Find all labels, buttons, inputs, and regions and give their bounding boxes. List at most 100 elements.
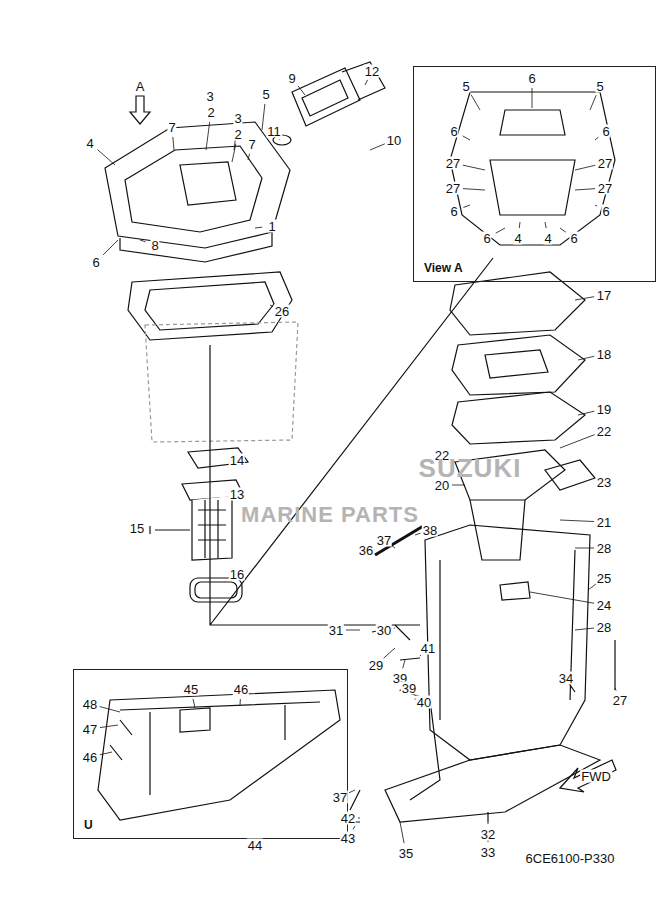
- leader-line: [98, 150, 115, 165]
- bolt: [150, 526, 190, 534]
- callout-number: 13: [229, 488, 245, 501]
- upper-case: [425, 525, 590, 760]
- callout-number: 44: [247, 839, 263, 852]
- callout-number: 37: [376, 534, 392, 547]
- gasket: [128, 272, 292, 340]
- tube: [375, 525, 425, 555]
- leader-line: [519, 222, 521, 228]
- callout-number: 35: [398, 847, 414, 860]
- callout-number: 46: [82, 751, 98, 764]
- muffler: [292, 68, 360, 126]
- upper-cover-inner: [125, 146, 262, 232]
- strainer: [192, 496, 232, 560]
- inset-frame: View A: [413, 66, 656, 282]
- leader-line: [100, 752, 112, 755]
- strainer-mesh: [198, 500, 226, 558]
- callout-number: 2: [233, 128, 242, 141]
- leader-line: [400, 822, 404, 843]
- upper-cover: [105, 122, 290, 248]
- callout-number: 17: [596, 289, 612, 302]
- leader-line: [471, 95, 480, 110]
- callout-number: 9: [287, 72, 296, 85]
- callout-number: 12: [364, 65, 380, 78]
- leader-line: [496, 228, 505, 233]
- inset-frame: U: [73, 669, 348, 839]
- callout-number: 6: [449, 205, 458, 218]
- callout-number: 15: [129, 522, 145, 535]
- leader-line: [575, 628, 594, 630]
- callout-number: 34: [558, 672, 574, 685]
- leader-line: [394, 628, 395, 629]
- leader-line: [578, 356, 594, 360]
- leader-line: [595, 137, 598, 140]
- callout-number: 38: [422, 524, 438, 537]
- leader-line: [240, 699, 241, 705]
- bottom-view-pan: [490, 160, 575, 215]
- leader-line: [375, 554, 378, 555]
- callout-number: 26: [274, 305, 290, 318]
- case-ribs: [440, 550, 575, 720]
- leader-line: [403, 660, 405, 668]
- callout-number: 28: [596, 542, 612, 555]
- leader-line: [590, 95, 596, 110]
- leader-line: [270, 305, 273, 307]
- callout-number: 7: [247, 138, 256, 151]
- callout-number: 22: [596, 425, 612, 438]
- seal-ring: [190, 578, 242, 602]
- leader-line: [279, 139, 280, 141]
- callout-number: 27: [597, 182, 613, 195]
- oil-pan: [145, 322, 298, 442]
- callout-number: 16: [229, 568, 245, 581]
- leader-line: [463, 205, 470, 207]
- case-bottom: [385, 745, 600, 822]
- seal: [500, 582, 530, 600]
- gasket: [452, 392, 585, 444]
- lower-case: [98, 690, 340, 820]
- callout-number: 6: [601, 125, 610, 138]
- muffler-port: [302, 80, 348, 116]
- callout-number: 30: [376, 624, 392, 637]
- callout-number: 6CE6100-P330: [525, 852, 616, 865]
- callout-number: 27: [445, 157, 461, 170]
- leader-line: [575, 165, 595, 170]
- exhaust-pipe: [470, 500, 525, 560]
- gasket-port: [485, 350, 548, 378]
- seal-ring-inner: [195, 582, 237, 598]
- callout-number: 21: [596, 516, 612, 529]
- callout-number: 6: [449, 125, 458, 138]
- leader-line: [575, 189, 595, 190]
- callout-number: 3: [233, 112, 242, 125]
- inset-title: View A: [422, 261, 465, 275]
- gasket-inner: [145, 282, 274, 330]
- callout-number: 25: [596, 572, 612, 585]
- leader-line: [248, 154, 250, 160]
- callout-number: 27: [445, 182, 461, 195]
- damper: [545, 460, 595, 490]
- leader-line: [615, 688, 616, 691]
- callout-number: 23: [596, 476, 612, 489]
- leader-line: [298, 86, 305, 95]
- fasteners: [340, 790, 488, 822]
- callout-number: FWD: [580, 770, 612, 783]
- leader-line: [392, 546, 395, 548]
- leader-line: [262, 104, 265, 130]
- leader-line: [530, 592, 594, 603]
- leader-line: [588, 584, 596, 590]
- callout-number: 7: [167, 121, 176, 134]
- callout-number: 6: [601, 205, 610, 218]
- callout-number: 6: [527, 72, 536, 85]
- callout-number: 10: [386, 134, 402, 147]
- spring-seat: [180, 708, 210, 732]
- callout-number: A: [135, 80, 146, 93]
- hose: [400, 690, 440, 800]
- callout-number: 45: [183, 683, 199, 696]
- leader-line: [353, 826, 355, 829]
- leader-line: [575, 548, 594, 549]
- callout-number: 2: [206, 106, 215, 119]
- lower-case-ribs: [120, 702, 320, 795]
- leader-line: [358, 818, 360, 819]
- leader-line: [349, 790, 355, 793]
- leader-line: [452, 485, 465, 486]
- callout-number: 40: [416, 696, 432, 709]
- leader-line: [103, 240, 118, 255]
